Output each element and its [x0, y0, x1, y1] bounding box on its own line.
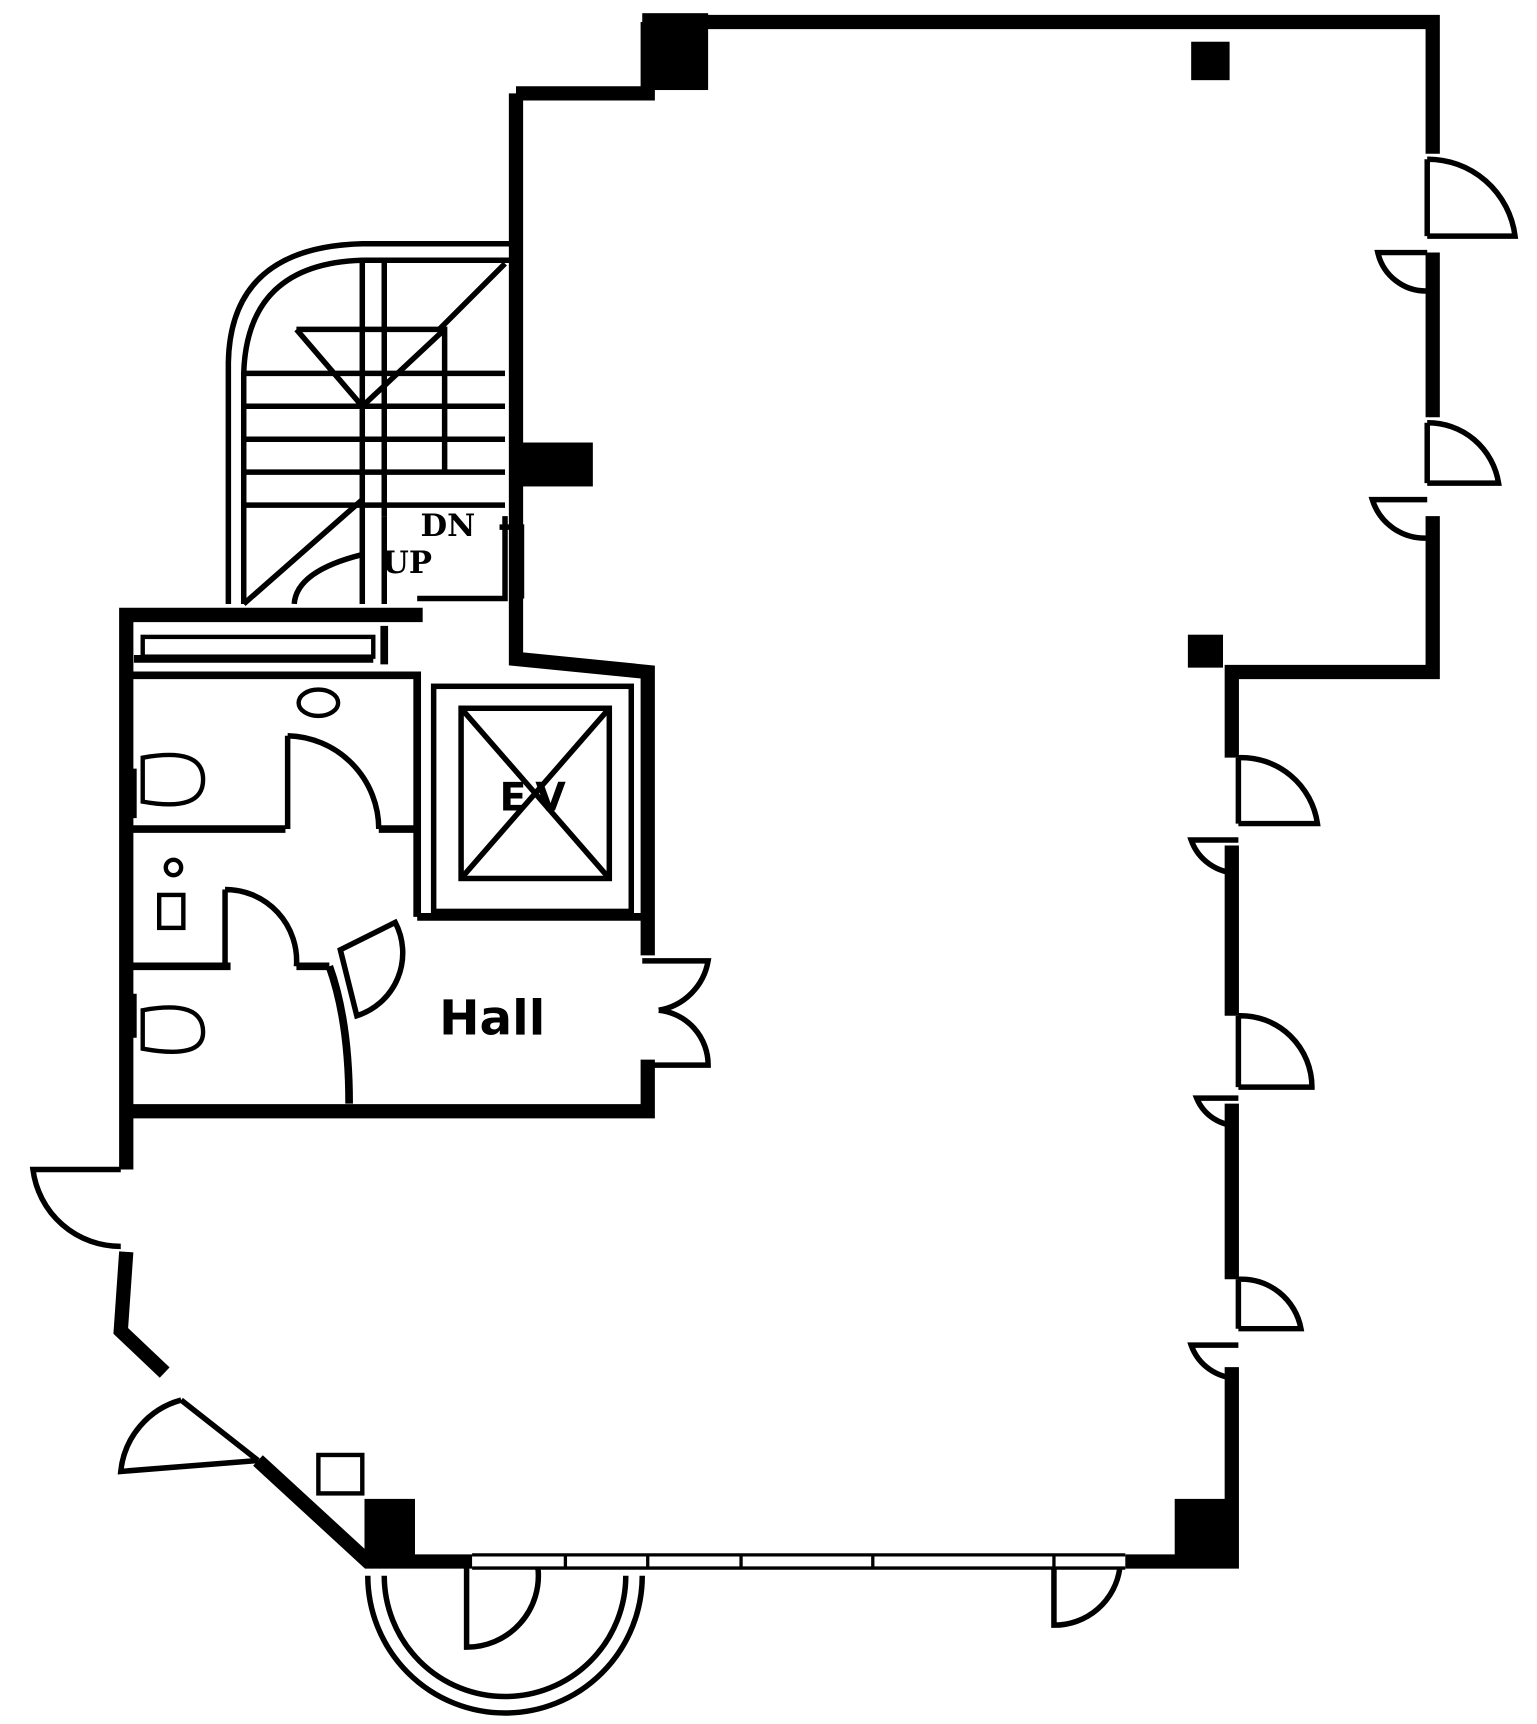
- fixtures: [140, 634, 376, 1496]
- stairs: [225, 241, 525, 607]
- window-lines: [472, 1553, 1126, 1570]
- stairs-up-label: UP: [382, 545, 432, 581]
- elevator: [430, 683, 635, 915]
- hall-label: Hall: [439, 990, 545, 1046]
- exterior-walls: [113, 14, 1440, 1569]
- stairs-down-label: DN: [420, 508, 475, 544]
- columns: [364, 13, 1236, 1560]
- elevator-label: EV: [500, 774, 575, 820]
- doors: [29, 156, 1519, 1716]
